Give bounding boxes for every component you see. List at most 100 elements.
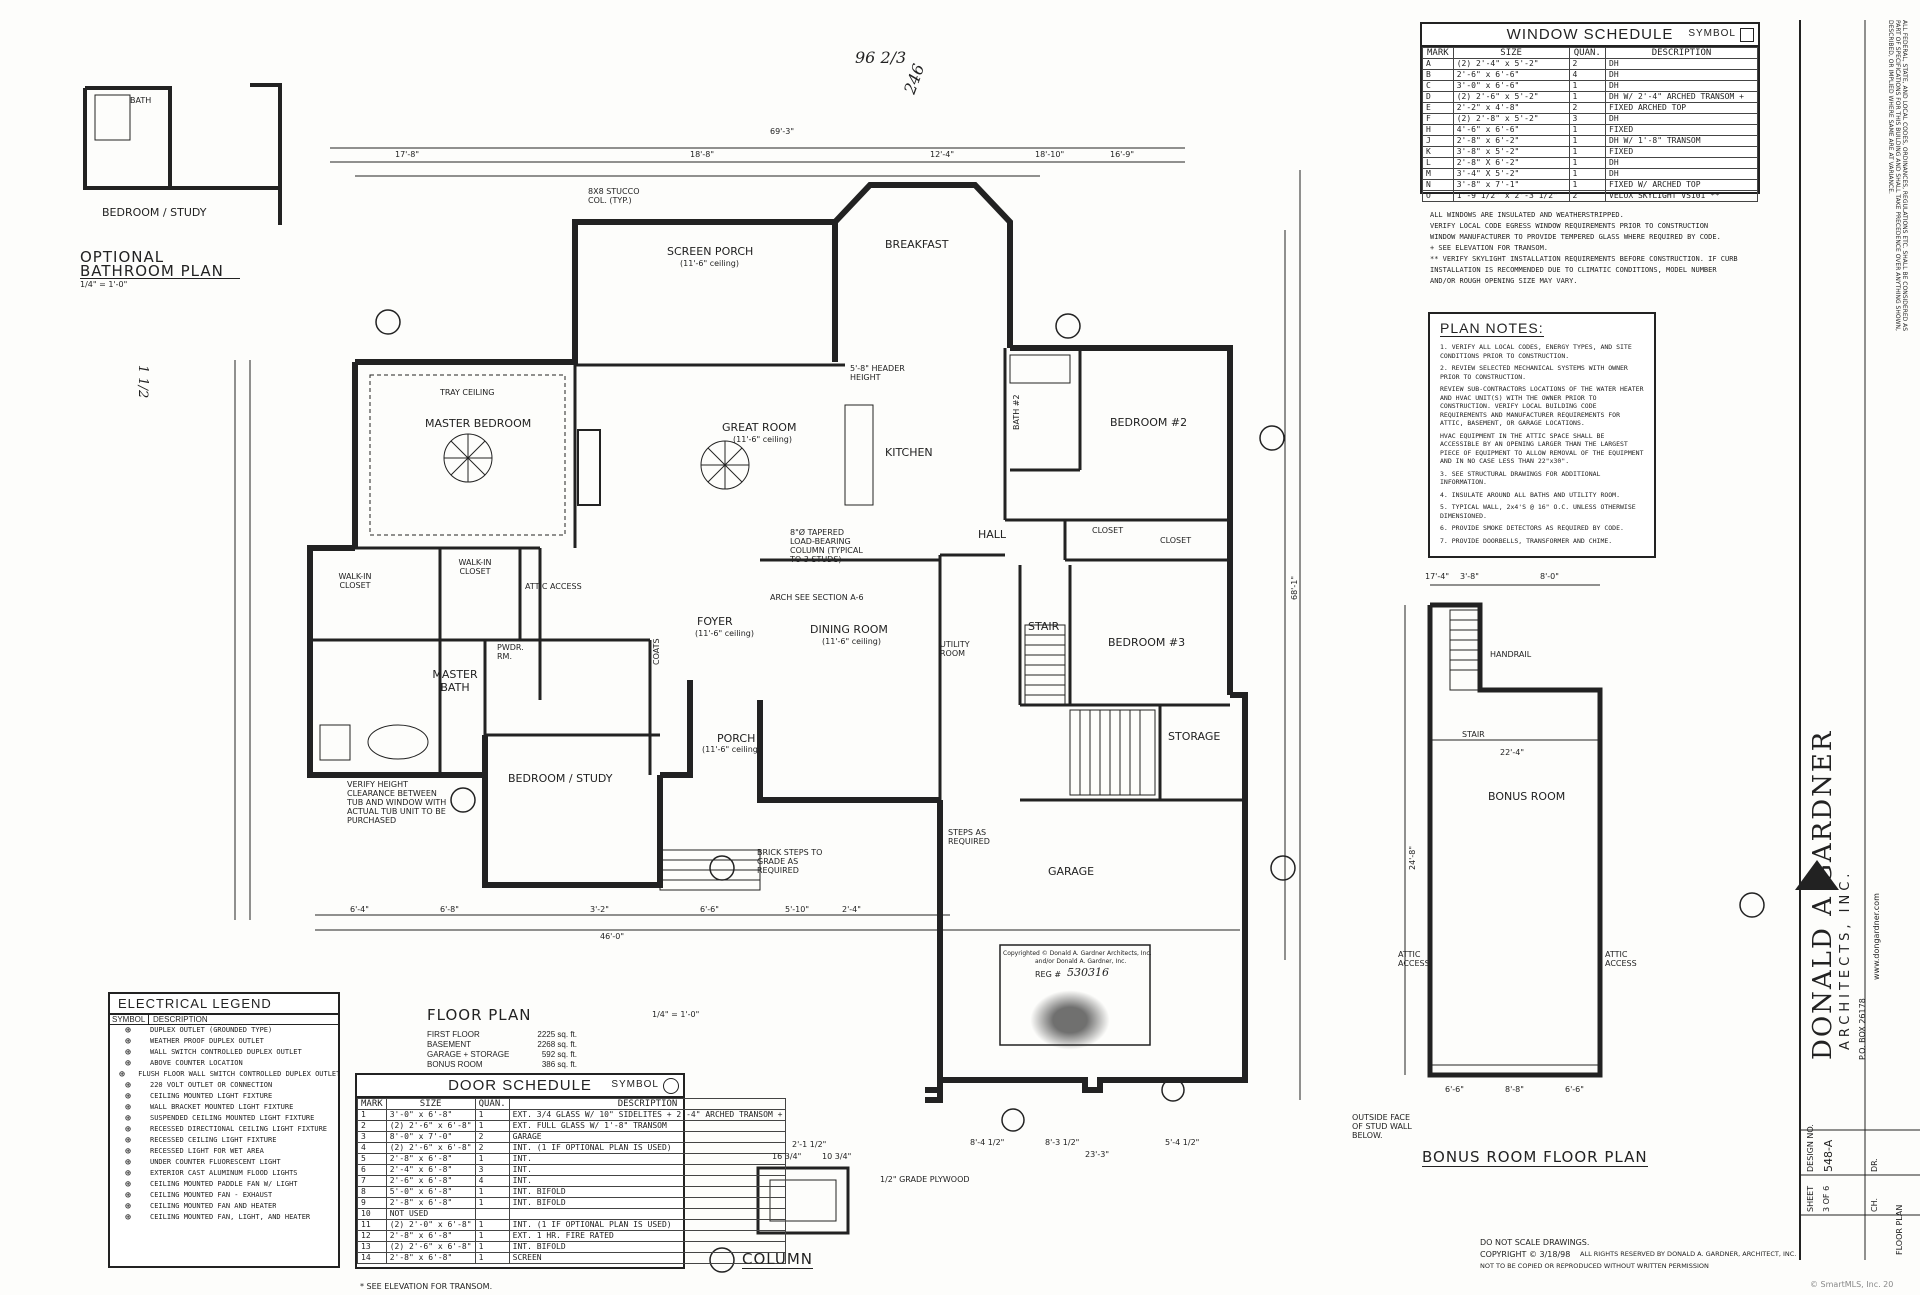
room-label-foyer: FOYER	[697, 615, 733, 628]
list-item: ⊕ EXTERIOR CAST ALUMINUM FLOOD LIGHTS	[110, 1168, 338, 1179]
table-cell: DH W/ 2'-4" ARCHED TRANSOM +	[1605, 91, 1758, 103]
electrical-symbol-icon: ⊕	[124, 1212, 132, 1223]
window-note: WINDOW MANUFACTURER TO PROVIDE TEMPERED …	[1430, 233, 1721, 241]
dim-bottom-5: 5'-10"	[785, 905, 810, 914]
list-item: ⊕CEILING MOUNTED FAN AND HEATER	[110, 1201, 338, 1212]
dim-overall-bottom: 46'-0"	[600, 932, 625, 941]
footer-do-not-scale: DO NOT SCALE DRAWINGS.	[1480, 1238, 1590, 1247]
dim-bottom-6: 2'-4"	[842, 905, 861, 914]
table-cell: 3'-4" X 5'-2"	[1452, 168, 1570, 180]
footer-copyright: COPYRIGHT © 3/18/98	[1480, 1250, 1571, 1259]
window-schedule: WINDOW SCHEDULE SYMBOL MARK SIZE QUAN. D…	[1420, 22, 1760, 202]
electrical-symbol-icon: ⊕	[124, 1058, 132, 1069]
room-label-bedroom3: BEDROOM #3	[1108, 636, 1186, 649]
list-item: ⊕DUPLEX OUTLET (GROUNDED TYPE)	[110, 1025, 338, 1036]
ds-col-size: SIZE	[385, 1098, 476, 1110]
table-cell: 5'-0" x 6'-8"	[385, 1186, 476, 1198]
table-cell: H	[1422, 124, 1454, 136]
electrical-symbol-icon: ⊕	[124, 1168, 132, 1179]
electrical-symbol-icon: ⊕	[124, 1157, 132, 1168]
table-cell: 4'-6" x 6'-6"	[1452, 124, 1570, 136]
table-cell: (2) 2'-6" x 6'-8"	[385, 1142, 476, 1154]
table-cell: GARAGE	[508, 1131, 787, 1143]
optional-bath-bedroom: BEDROOM / STUDY	[102, 206, 207, 219]
table-cell: (2) 2'-6" x 5'-2"	[1452, 91, 1570, 103]
table-cell: O	[1422, 190, 1454, 202]
table-cell: 2	[1568, 102, 1607, 114]
bonus-dim-bottom-1: 6'-6"	[1445, 1085, 1464, 1094]
table-cell: 1	[1568, 91, 1607, 103]
table-cell: INT. BIFOLD	[508, 1186, 787, 1198]
table-cell: 4	[474, 1175, 510, 1187]
list-item: ⊕ABOVE COUNTER LOCATION	[110, 1058, 338, 1069]
electrical-legend-description: CEILING MOUNTED FAN - EXHAUST	[150, 1191, 273, 1199]
dim-bottom-3: 3'-2"	[590, 905, 609, 914]
area-value: 2268 sq. ft.	[537, 1040, 577, 1049]
room-label-closet-2: CLOSET	[1160, 536, 1192, 545]
table-cell: K	[1422, 146, 1454, 158]
plan-note-item: REVIEW SUB-CONTRACTORS LOCATIONS OF THE …	[1440, 385, 1644, 427]
electrical-legend-description: EXTERIOR CAST ALUMINUM FLOOD LIGHTS	[150, 1169, 298, 1177]
table-cell: 2'-8" x 6'-8"	[385, 1252, 476, 1264]
tapered-column-note: 8"Ø TAPERED LOAD-BEARING COLUMN (TYPICAL…	[790, 528, 863, 564]
copyright-stamp-line2: and/or Donald A. Gardner, Inc.	[1035, 958, 1127, 965]
room-label-bedroom-study: BEDROOM / STUDY	[508, 772, 613, 785]
footer-rights: ALL RIGHTS RESERVED BY DONALD A. GARDNER…	[1580, 1250, 1797, 1258]
table-cell: 3	[1568, 113, 1607, 125]
list-item: ⊕WALL SWITCH CONTROLLED DUPLEX OUTLET	[110, 1047, 338, 1058]
plan-note-item: 7. PROVIDE DOORBELLS, TRANSFORMER AND CH…	[1440, 536, 1613, 545]
ch-label: CH.	[1870, 1197, 1879, 1212]
electrical-symbol-icon: ⊕	[124, 1036, 132, 1047]
sheet-label: SHEET	[1806, 1185, 1815, 1212]
plan-note-item: 2. REVIEW SELECTED MECHANICAL SYSTEMS WI…	[1440, 364, 1628, 381]
table-cell: 1'-9 1/2" x 2'-3 1/2"	[1452, 190, 1570, 202]
table-cell: 1	[1568, 157, 1607, 169]
list-item: ⊕RECESSED LIGHT FOR WET AREA	[110, 1146, 338, 1157]
electrical-symbol-icon: ⊕	[119, 1069, 126, 1080]
plan-note-item: 4. INSULATE AROUND ALL BATHS AND UTILITY…	[1440, 490, 1621, 499]
electrical-symbol-icon: ⊕	[124, 1113, 132, 1124]
area-label: BONUS ROOM	[427, 1060, 483, 1069]
copyright-reg-label: REG #	[1035, 970, 1062, 979]
design-no: 548-A	[1822, 1139, 1835, 1172]
plan-note-item: 1. VERIFY ALL LOCAL CODES, ENERGY TYPES,…	[1440, 343, 1632, 360]
electrical-symbol-icon: ⊕	[124, 1190, 132, 1201]
bonus-dim-top-3: 8'-0"	[1540, 572, 1559, 581]
room-label-garage: GARAGE	[1048, 865, 1095, 878]
electrical-symbol-icon: ⊕	[124, 1179, 132, 1190]
table-cell: 1	[474, 1186, 510, 1198]
room-label-storage: STORAGE	[1168, 730, 1221, 743]
table-cell: E	[1422, 102, 1454, 114]
table-cell: 7	[357, 1175, 387, 1187]
table-cell: 2'-8" x 6'-8"	[385, 1153, 476, 1165]
electrical-legend-description: WALL SWITCH CONTROLLED DUPLEX OUTLET	[150, 1048, 302, 1056]
table-cell: 8	[357, 1186, 387, 1198]
table-cell: (2) 2'-6" x 6'-8"	[385, 1241, 476, 1253]
bonus-dim-top-2: 3'-8"	[1460, 572, 1479, 581]
bonus-attic-access-right: ATTIC ACCESS	[1605, 950, 1637, 968]
window-note: + SEE ELEVATION FOR TRANSOM.	[1430, 244, 1549, 252]
table-cell: 1	[1568, 146, 1607, 158]
bonus-dim-bottom-3: 6'-6"	[1565, 1085, 1584, 1094]
sheet-title: FLOOR PLAN	[1895, 1204, 1904, 1255]
ds-col-quan: QUAN.	[474, 1098, 510, 1110]
table-cell: 11	[357, 1219, 387, 1231]
electrical-legend-description: RECESSED CEILING LIGHT FIXTURE	[150, 1136, 277, 1144]
table-cell: INT.	[508, 1164, 787, 1176]
electrical-symbol-icon: ⊕	[124, 1102, 132, 1113]
area-label: FIRST FLOOR	[427, 1030, 480, 1039]
